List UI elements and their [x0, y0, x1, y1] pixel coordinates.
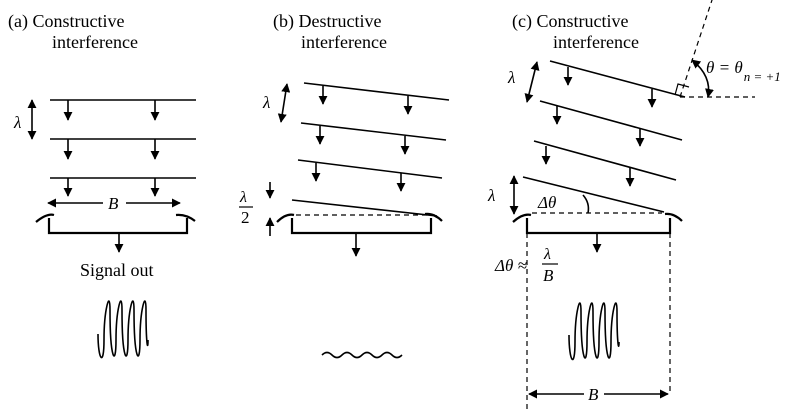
- panel-a: (a) Constructive interference λ B Signal…: [8, 11, 196, 359]
- antenna-dish-right: [664, 212, 683, 222]
- panel-a-caption-1: (a) Constructive: [8, 11, 124, 32]
- antenna-dish-right: [175, 213, 196, 222]
- correlator-bar: [47, 218, 189, 235]
- panel-b-caption-2: interference: [301, 32, 387, 52]
- lambda-label-vertical: λ: [487, 186, 495, 205]
- panel-b-wavefront-2: [300, 122, 447, 141]
- antenna-dish-left: [35, 213, 55, 223]
- half-lambda-denominator: 2: [241, 208, 250, 227]
- pointing-direction-dashed: [679, 0, 713, 98]
- correlator-bar: [525, 218, 672, 235]
- output-signal-wave: [568, 302, 620, 361]
- wavelength-arrow: [524, 61, 540, 103]
- right-angle-marker: [674, 83, 690, 96]
- lambda-label: λ: [13, 113, 21, 132]
- lambda-label: λ: [262, 93, 270, 112]
- panel-c-wavefront-3: [533, 140, 677, 181]
- output-signal-wave: [97, 300, 149, 359]
- panel-c-caption-1: (c) Constructive: [512, 11, 628, 32]
- antenna-dish-left: [276, 213, 295, 223]
- theta-arc: [691, 59, 714, 98]
- panel-b-wavefront-3: [297, 159, 443, 179]
- panel-b-wavefront-1: [303, 82, 450, 101]
- approximation-denominator: B: [543, 266, 554, 285]
- panel-b-caption-1: (b) Destructive: [273, 11, 381, 32]
- delta-theta-arc: [582, 194, 590, 214]
- panel-b-wavefront-4: [291, 199, 438, 217]
- panel-c-wavefront-2: [539, 100, 683, 141]
- output-signal-null: [321, 351, 403, 359]
- panel-c: (c) Constructive interference λ λ Δθ θ =…: [487, 0, 781, 410]
- approximation-lhs: Δθ ≈: [494, 256, 527, 275]
- lambda-label: λ: [507, 68, 515, 87]
- panel-b: (b) Destructive interference λ λ 2: [239, 11, 450, 359]
- baseline-label: B: [108, 194, 119, 213]
- half-lambda-numerator: λ: [239, 189, 247, 206]
- baseline-label: B: [588, 385, 599, 404]
- delta-theta-label: Δθ: [537, 193, 556, 212]
- signal-out-label: Signal out: [80, 260, 154, 280]
- theta-equation: θ = θn = +1: [706, 58, 781, 84]
- antenna-dish-right: [424, 212, 443, 222]
- panel-c-wavefront-4: [522, 176, 665, 213]
- panel-a-caption-2: interference: [52, 32, 138, 52]
- panel-c-caption-2: interference: [553, 32, 639, 52]
- wavelength-arrow: [277, 83, 291, 123]
- panel-c-wavefront-1: [549, 60, 686, 98]
- antenna-dish-left: [512, 213, 532, 223]
- correlator-bar: [290, 218, 433, 235]
- approximation-numerator: λ: [543, 246, 551, 263]
